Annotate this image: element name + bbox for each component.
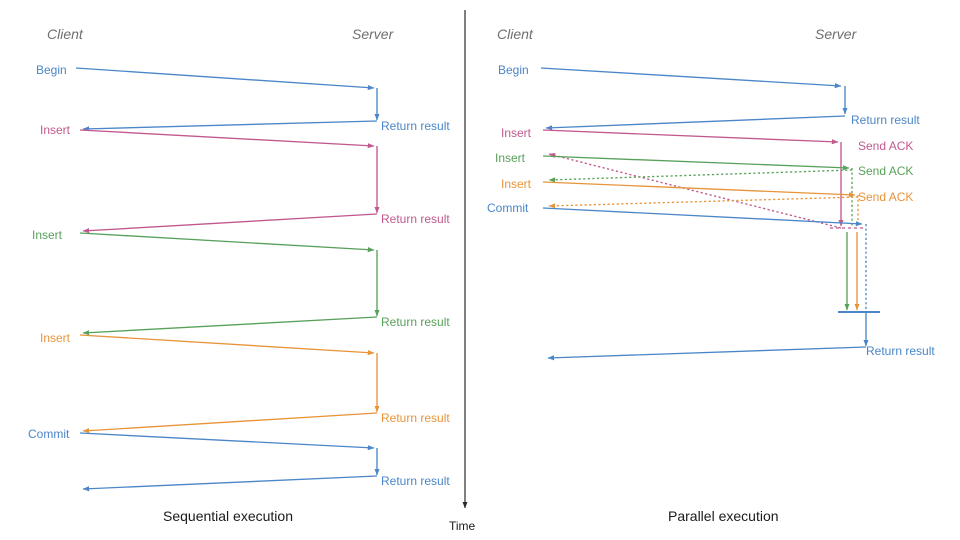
message-label-sequential-ret2: Return result [381, 212, 450, 226]
message-label-sequential-insert3: Insert [40, 331, 71, 345]
message-label-parallel-ack1: Send ACK [858, 139, 914, 153]
arrow-sequential-ret2-resp [82, 213, 378, 234]
arrow-parallel-insert2-req [542, 155, 850, 171]
message-label-sequential-ret5: Return result [381, 474, 450, 488]
arrow-sequential-insert1-req [79, 129, 375, 149]
arrow-sequential-ret3-resp [82, 316, 378, 336]
arrow-parallel-ack3-dotted [548, 196, 859, 209]
message-label-sequential-insert2: Insert [32, 228, 63, 242]
message-label-parallel-ack3: Send ACK [858, 190, 914, 204]
message-label-sequential-ret3: Return result [381, 315, 450, 329]
actor-label-server-sequential: Server [352, 26, 394, 42]
arrow-sequential-commit-req [79, 432, 375, 451]
arrow-parallel-ack2-dotted [548, 169, 853, 183]
arrow-parallel-ret2-resp [547, 346, 867, 361]
message-label-sequential-begin: Begin [36, 63, 67, 77]
message-label-parallel-commit: Commit [487, 201, 529, 215]
message-label-parallel-insert2: Insert [495, 151, 526, 165]
message-label-parallel-begin: Begin [498, 63, 529, 77]
time-axis-label: Time [449, 519, 476, 533]
arrow-parallel-ack1-dotted [548, 153, 842, 229]
arrow-sequential-insert2-req [79, 232, 375, 253]
panel-caption-sequential: Sequential execution [163, 508, 293, 524]
message-label-sequential-insert1: Insert [40, 123, 71, 137]
arrow-sequential-ret4-resp [82, 412, 378, 434]
message-label-parallel-insert3: Insert [501, 177, 532, 191]
message-label-parallel-ret1: Return result [851, 113, 920, 127]
message-label-sequential-ret4: Return result [381, 411, 450, 425]
actor-label-server-parallel: Server [815, 26, 857, 42]
actor-label-client-parallel: Client [497, 26, 533, 42]
panel-caption-parallel: Parallel execution [668, 508, 779, 524]
arrow-sequential-ret1-resp [82, 120, 378, 132]
message-label-sequential-ret1: Return result [381, 119, 450, 133]
message-label-sequential-commit: Commit [28, 427, 70, 441]
arrow-sequential-ret5-resp [82, 475, 378, 492]
arrow-parallel-insert1-req [542, 129, 839, 145]
arrow-sequential-insert3-req [79, 334, 375, 356]
message-label-parallel-insert1: Insert [501, 126, 532, 140]
arrow-group-sequential [75, 67, 380, 492]
arrow-parallel-ret1-resp [545, 115, 846, 131]
message-label-parallel-ret2: Return result [866, 344, 935, 358]
arrow-parallel-commit-req [542, 207, 863, 227]
actor-label-client-sequential: Client [47, 26, 83, 42]
arrow-group-parallel [540, 67, 880, 361]
message-label-parallel-ack2: Send ACK [858, 164, 914, 178]
arrow-parallel-begin-req [540, 67, 842, 89]
arrow-sequential-begin-req [75, 67, 375, 91]
arrow-parallel-insert3-req [542, 181, 856, 198]
